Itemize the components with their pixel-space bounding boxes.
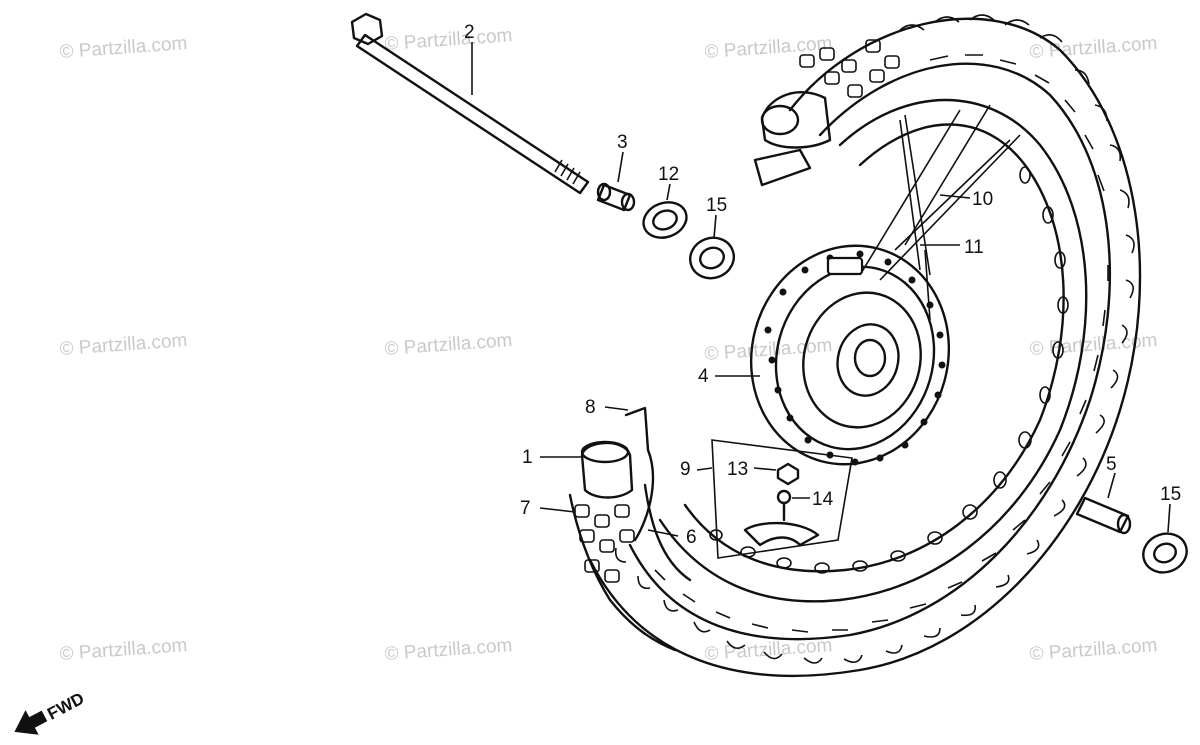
callout-8: 8 (585, 397, 596, 418)
callout-2: 2 (464, 22, 475, 43)
bearing-12 (642, 201, 688, 239)
rim (658, 98, 1088, 603)
watermark: © Partzilla.com (384, 330, 513, 360)
callout-1: 1 (522, 447, 533, 468)
callout-9: 9 (680, 459, 691, 480)
tube-top (753, 39, 900, 187)
leader-lines (471, 42, 1171, 537)
callout-14: 14 (812, 489, 834, 510)
callout-7: 7 (520, 498, 531, 519)
watermark: © Partzilla.com (59, 635, 188, 665)
valve-kit (711, 439, 853, 559)
callout-15-right: 15 (1160, 484, 1181, 505)
callout-6: 6 (686, 527, 697, 548)
tire (588, 14, 1142, 677)
watermarks: © Partzilla.com © Partzilla.com © Partzi… (59, 25, 1158, 665)
fwd-arrow: FWD (14, 689, 87, 735)
watermark: © Partzilla.com (59, 33, 188, 63)
watermark: © Partzilla.com (59, 330, 188, 360)
callout-11: 11 (964, 237, 984, 258)
collar-left (596, 182, 636, 212)
callout-10: 10 (972, 189, 993, 210)
collar-right (1075, 496, 1132, 535)
tube-section (568, 406, 692, 652)
brake-disc-hub (749, 244, 951, 466)
watermark: © Partzilla.com (1029, 635, 1158, 665)
callout-4: 4 (698, 366, 709, 387)
callout-15-left: 15 (706, 195, 727, 216)
callout-3: 3 (617, 132, 628, 153)
watermark: © Partzilla.com (384, 635, 513, 665)
watermark: © Partzilla.com (384, 25, 513, 55)
arrow-icon (14, 710, 48, 735)
part-labels: 2 3 12 15 10 11 4 8 1 7 6 9 13 14 5 15 (464, 22, 1181, 548)
callout-13: 13 (727, 459, 748, 480)
callout-12: 12 (658, 164, 679, 185)
bearing-15-right (1142, 532, 1188, 574)
watermark: © Partzilla.com (1029, 33, 1158, 63)
fwd-label: FWD (44, 689, 87, 724)
callout-5: 5 (1106, 454, 1117, 475)
axle (350, 12, 590, 195)
watermark: © Partzilla.com (1029, 330, 1158, 360)
watermark: © Partzilla.com (704, 335, 833, 365)
bearing-15-left (689, 236, 735, 280)
